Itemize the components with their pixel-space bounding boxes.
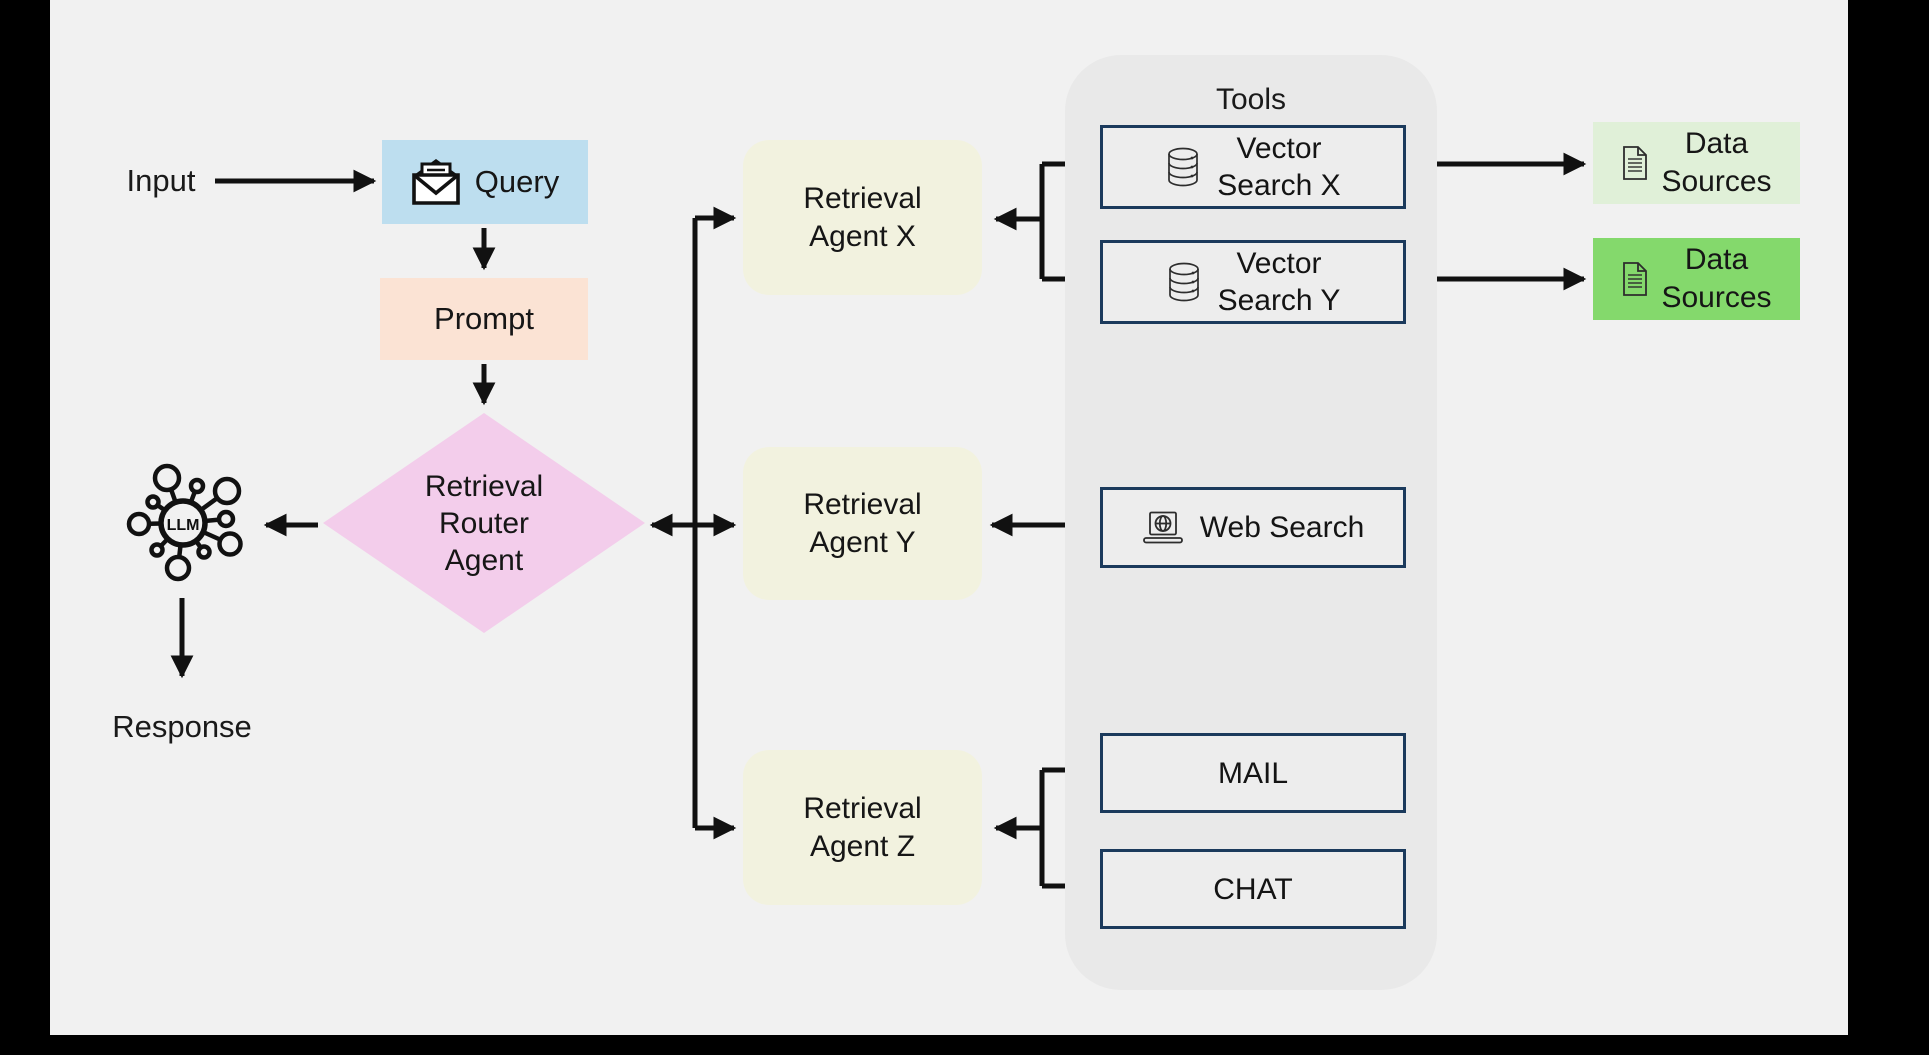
vector-y-line2: Search Y [1217, 284, 1341, 317]
vector-x-line2: Search X [1217, 169, 1341, 202]
agent-x-line2: Agent X [809, 219, 916, 253]
data-sources-x-line1: Data [1684, 127, 1749, 160]
prompt-node-label: Prompt [434, 301, 534, 336]
data-sources-y-node: Data Sources [1593, 238, 1800, 320]
query-node: Query [382, 140, 588, 224]
data-sources-x-node: Data Sources [1593, 122, 1800, 204]
web-search-label: Web Search [1199, 511, 1365, 544]
prompt-node: Prompt [380, 278, 588, 360]
agent-z-line2: Agent Z [809, 829, 916, 863]
retrieval-router-agent-label: Retrieval Router Agent [425, 468, 543, 579]
data-sources-y-line1: Data [1684, 243, 1749, 276]
retrieval-agent-z-label: Retrieval Agent Z [803, 790, 921, 866]
data-sources-y-label: Data Sources [1661, 241, 1771, 317]
response-label: Response [112, 709, 252, 744]
vector-search-x-node: Vector Search X [1100, 125, 1406, 209]
bottom-frame-bar [0, 1035, 1929, 1055]
agent-y-line1: Retrieval [803, 487, 922, 521]
mail-label: MAIL [1217, 756, 1289, 790]
right-frame-bar [1848, 0, 1929, 1055]
router-label-line2: Router [438, 506, 530, 540]
web-search-node: Web Search [1100, 487, 1406, 568]
data-sources-y-line2: Sources [1661, 281, 1772, 314]
envelope-icon [411, 159, 460, 205]
tools-panel-title: Tools [1215, 83, 1287, 116]
agent-y-line2: Agent Y [809, 525, 916, 559]
router-label-line3: Agent [444, 543, 524, 577]
retrieval-agent-y-node: Retrieval Agent Y [743, 447, 982, 600]
vector-x-line1: Vector [1236, 132, 1322, 165]
chat-label: CHAT [1213, 872, 1293, 906]
database-icon [1168, 262, 1199, 302]
retrieval-agent-x-label: Retrieval Agent X [803, 180, 921, 256]
agent-z-line1: Retrieval [803, 791, 922, 825]
vector-search-y-node: Vector Search Y [1100, 240, 1406, 324]
vector-search-x-label: Vector Search X [1217, 130, 1340, 204]
retrieval-router-agent-node: Retrieval Router Agent [323, 413, 645, 633]
database-icon [1168, 147, 1199, 187]
retrieval-agent-y-label: Retrieval Agent Y [803, 486, 921, 562]
vector-y-line1: Vector [1236, 247, 1322, 280]
retrieval-agent-x-node: Retrieval Agent X [743, 140, 982, 295]
query-node-label: Query [474, 164, 560, 199]
vector-search-y-label: Vector Search Y [1218, 245, 1341, 319]
mail-node: MAIL [1100, 733, 1406, 813]
laptop-globe-icon [1142, 511, 1183, 543]
llm-icon-label: LLM [167, 517, 200, 534]
document-icon [1623, 146, 1648, 180]
retrieval-agent-z-node: Retrieval Agent Z [743, 750, 982, 905]
router-label-line1: Retrieval [424, 469, 544, 503]
input-label: Input [126, 163, 196, 198]
chat-node: CHAT [1100, 849, 1406, 929]
document-icon [1623, 262, 1648, 296]
data-sources-x-label: Data Sources [1661, 125, 1771, 201]
agent-x-line1: Retrieval [803, 181, 922, 215]
data-sources-x-line2: Sources [1661, 165, 1772, 198]
llm-icon: LLM [126, 463, 243, 582]
left-frame-bar [0, 0, 50, 1055]
